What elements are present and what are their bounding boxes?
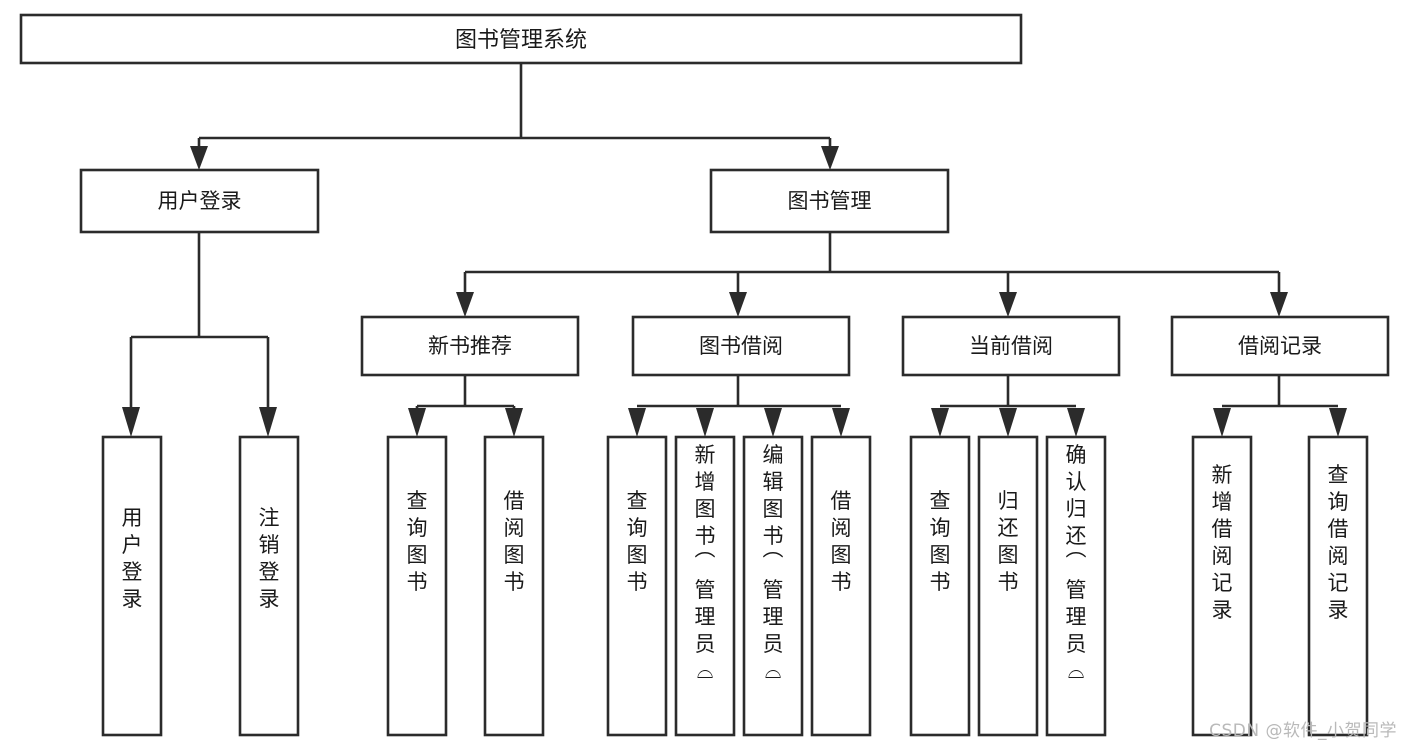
node-new-book[interactable]: 新书推荐 <box>360 315 580 377</box>
node-book-manage-label: 图书管理 <box>788 189 872 213</box>
node-user-login-label: 用户登录 <box>158 189 242 213</box>
arrow-book-manage <box>821 146 839 170</box>
leaf-user-login-1-label: 用户登录 <box>122 506 143 611</box>
node-book-borrow[interactable]: 图书借阅 <box>631 315 851 377</box>
leaf-new-book-1[interactable]: 查询图书 <box>386 435 448 737</box>
node-borrow-record[interactable]: 借阅记录 <box>1170 315 1390 377</box>
arrow-book-borrow <box>729 292 747 317</box>
arrow-leaf-br-1 <box>1213 408 1231 437</box>
arrow-leaf-cb-3 <box>1067 408 1085 437</box>
leaf-current-borrow-2-label: 归还图书 <box>998 489 1019 594</box>
node-current-borrow[interactable]: 当前借阅 <box>901 315 1121 377</box>
arrow-leaf-user-login <box>122 407 140 437</box>
leaf-book-borrow-1-label: 查询图书 <box>627 489 648 594</box>
arrow-new-book <box>456 292 474 317</box>
leaf-book-borrow-4[interactable]: 借阅图书 <box>810 435 872 737</box>
leaf-user-login-2[interactable]: 注销登录 <box>238 435 300 737</box>
leaf-current-borrow-2[interactable]: 归还图书 <box>977 435 1039 737</box>
node-root-label: 图书管理系统 <box>455 28 587 53</box>
leaf-borrow-record-2[interactable]: 查询借阅记录 <box>1307 435 1369 737</box>
arrow-leaf-bb-1 <box>628 408 646 437</box>
arrow-user-login <box>190 146 208 170</box>
leaf-book-borrow-1[interactable]: 查询图书 <box>606 435 668 737</box>
arrow-borrow-record <box>1270 292 1288 317</box>
arrow-leaf-cb-1 <box>931 408 949 437</box>
leaf-borrow-record-1[interactable]: 新增借阅记录 <box>1191 435 1253 737</box>
node-user-login[interactable]: 用户登录 <box>79 168 320 234</box>
node-new-book-label: 新书推荐 <box>428 334 512 358</box>
leaf-current-borrow-3-label: 确认归还⌒管理员⌓ <box>1066 443 1087 683</box>
node-book-borrow-label: 图书借阅 <box>699 334 783 358</box>
edges-layer <box>122 63 1347 437</box>
arrow-leaf-bb-2 <box>696 408 714 437</box>
node-borrow-record-label: 借阅记录 <box>1238 334 1322 358</box>
leaf-new-book-1-label: 查询图书 <box>407 489 428 594</box>
arrow-leaf-nb-2 <box>505 408 523 437</box>
leaf-new-book-2[interactable]: 借阅图书 <box>483 435 545 737</box>
leaf-book-borrow-4-label: 借阅图书 <box>831 489 852 594</box>
leaf-book-borrow-2-label: 新增图书⌒管理员⌓ <box>695 443 716 683</box>
arrow-current-borrow <box>999 292 1017 317</box>
arrow-leaf-logout <box>259 407 277 437</box>
arrow-leaf-bb-3 <box>764 408 782 437</box>
arrow-leaf-cb-2 <box>999 408 1017 437</box>
node-root[interactable]: 图书管理系统 <box>19 13 1023 65</box>
leaf-book-borrow-2[interactable]: 新增图书⌒管理员⌓ <box>674 435 736 737</box>
leaf-borrow-record-2-label: 查询借阅记录 <box>1328 463 1349 622</box>
leaf-current-borrow-3[interactable]: 确认归还⌒管理员⌓ <box>1045 435 1107 737</box>
leaf-book-borrow-3-label: 编辑图书⌒管理员⌓ <box>763 443 784 683</box>
leaf-borrow-record-1-label: 新增借阅记录 <box>1212 463 1233 622</box>
leaf-user-login-1[interactable]: 用户登录 <box>101 435 163 737</box>
leaf-user-login-2-label: 注销登录 <box>259 506 280 611</box>
arrow-leaf-bb-4 <box>832 408 850 437</box>
nodes-layer: 图书管理系统 用户登录 图书管理 新书推荐 图书借阅 当前 <box>19 13 1390 737</box>
watermark-text: CSDN @软件_小贺同学 <box>1209 721 1397 741</box>
leaf-current-borrow-1-label: 查询图书 <box>930 489 951 594</box>
arrow-leaf-br-2 <box>1329 408 1347 437</box>
leaf-book-borrow-3[interactable]: 编辑图书⌒管理员⌓ <box>742 435 804 737</box>
leaf-current-borrow-1[interactable]: 查询图书 <box>909 435 971 737</box>
node-book-manage[interactable]: 图书管理 <box>709 168 950 234</box>
node-current-borrow-label: 当前借阅 <box>969 334 1053 358</box>
leaf-new-book-2-label: 借阅图书 <box>504 489 525 594</box>
arrow-leaf-nb-1 <box>408 408 426 437</box>
